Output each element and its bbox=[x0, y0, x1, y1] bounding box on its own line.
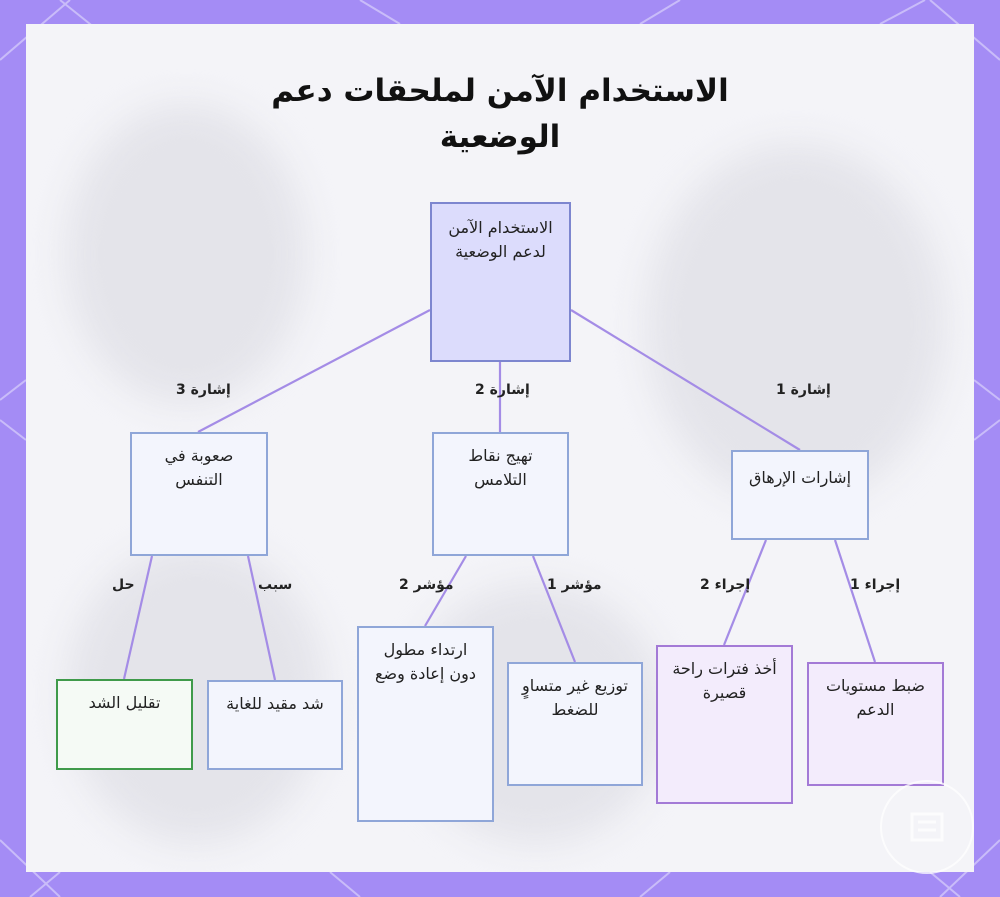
node-leaf-6-label: تقليل الشد bbox=[88, 693, 161, 712]
edge-b2-l4 bbox=[424, 555, 467, 627]
edge-label-l3: مؤشر 1 bbox=[547, 577, 602, 593]
node-branch-3: صعوبة في التنفس bbox=[130, 432, 268, 556]
node-leaf-5: شد مقيد للغاية bbox=[207, 680, 343, 770]
node-leaf-3-label: توزيع غير متساوٍ للضغط bbox=[522, 676, 628, 719]
edge-label-l2: إجراء 2 bbox=[700, 577, 751, 593]
node-leaf-6: تقليل الشد bbox=[56, 679, 193, 770]
edge-b1-l1 bbox=[833, 539, 877, 663]
node-branch-1-label: إشارات الإرهاق bbox=[748, 468, 852, 487]
node-leaf-2: أخذ فترات راحة قصيرة bbox=[656, 645, 793, 804]
edge-root-b1 bbox=[570, 309, 801, 451]
edge-b2-l3 bbox=[531, 555, 577, 663]
edge-label-b1: إشارة 1 bbox=[776, 382, 831, 398]
edge-label-l4: مؤشر 2 bbox=[399, 577, 454, 593]
edge-label-l1: إجراء 1 bbox=[850, 577, 901, 593]
edge-b3-l6 bbox=[122, 555, 154, 680]
edge-b3-l5 bbox=[246, 555, 277, 681]
node-branch-2-label: تهيج نقاط التلامس bbox=[468, 446, 533, 489]
edge-b1-l2 bbox=[722, 539, 768, 646]
watermark-logo-icon bbox=[880, 780, 974, 874]
node-leaf-5-label: شد مقيد للغاية bbox=[226, 694, 324, 713]
edge-label-b3: إشارة 3 bbox=[176, 382, 231, 398]
node-root: الاستخدام الآمن لدعم الوضعية bbox=[430, 202, 571, 362]
node-leaf-1-label: ضبط مستويات الدعم bbox=[825, 676, 925, 719]
node-branch-2: تهيج نقاط التلامس bbox=[432, 432, 569, 556]
edge-label-l5: سبب bbox=[258, 577, 293, 593]
node-branch-3-label: صعوبة في التنفس bbox=[164, 446, 234, 489]
node-leaf-4-label: ارتداء مطول دون إعادة وضع bbox=[375, 640, 476, 683]
diagram-title: الاستخدام الآمن لملحقات دعم الوضعية bbox=[271, 73, 729, 155]
node-branch-1: إشارات الإرهاق bbox=[731, 450, 869, 540]
node-leaf-3: توزيع غير متساوٍ للضغط bbox=[507, 662, 643, 786]
edge-root-b3 bbox=[197, 309, 431, 433]
node-leaf-2-label: أخذ فترات راحة قصيرة bbox=[672, 659, 777, 702]
edge-label-l6: حل bbox=[112, 577, 135, 593]
node-root-label: الاستخدام الآمن لدعم الوضعية bbox=[448, 218, 553, 261]
edge-label-b2: إشارة 2 bbox=[475, 382, 530, 398]
node-leaf-4: ارتداء مطول دون إعادة وضع bbox=[357, 626, 494, 822]
node-leaf-1: ضبط مستويات الدعم bbox=[807, 662, 944, 786]
